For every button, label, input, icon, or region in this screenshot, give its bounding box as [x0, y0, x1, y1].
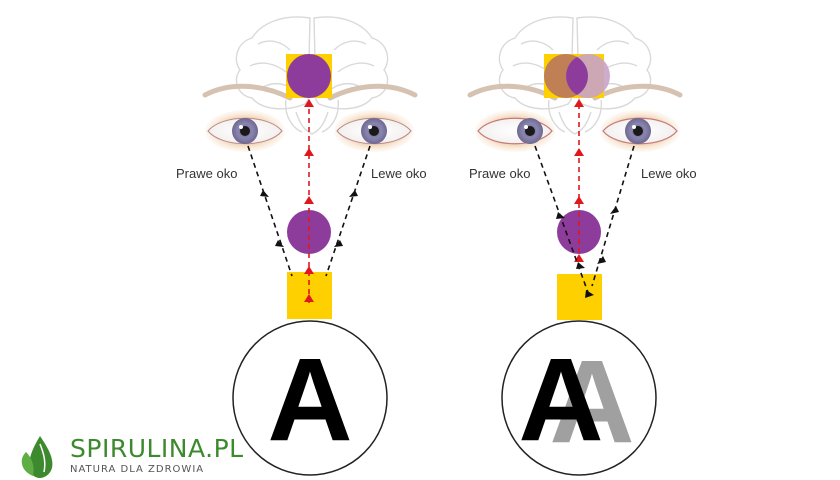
sight-line-left-eye	[591, 145, 635, 287]
left-eyebrow	[327, 83, 418, 101]
sight-line-right-eye	[247, 145, 293, 277]
brand-name: SPIRULINA.PL	[70, 434, 244, 463]
left-panel: A	[202, 16, 418, 476]
sight-line-left-eye	[325, 145, 371, 277]
spirulina-leaf-icon	[21, 436, 53, 478]
result-view-circle	[501, 320, 657, 476]
result-view-circle	[232, 320, 388, 476]
eye-icon	[334, 110, 414, 152]
brand-logo[interactable]: SPIRULINA.PL NATURA DLA ZDROWIA	[18, 434, 244, 480]
right-eye-label: Prawe oko	[469, 166, 531, 181]
result-letter: A	[267, 334, 352, 466]
eye-icon	[600, 110, 680, 152]
real-object-square	[557, 274, 602, 320]
right-eye-label: Prawe oko	[176, 166, 238, 181]
left-eye-label: Lewe oko	[371, 166, 427, 181]
ghost-letter: A	[549, 336, 634, 468]
right-panel: A A	[467, 16, 683, 476]
perceived-overlap	[566, 57, 588, 95]
eye-icon	[205, 110, 285, 152]
left-eye-label: Lewe oko	[641, 166, 697, 181]
brand-tagline: NATURA DLA ZDROWIA	[70, 464, 205, 475]
right-eyebrow	[202, 83, 293, 101]
eye-icon	[475, 110, 555, 152]
result-letter: A	[518, 334, 603, 466]
perceived-object-circle	[287, 54, 331, 98]
real-object-circle	[287, 210, 331, 254]
